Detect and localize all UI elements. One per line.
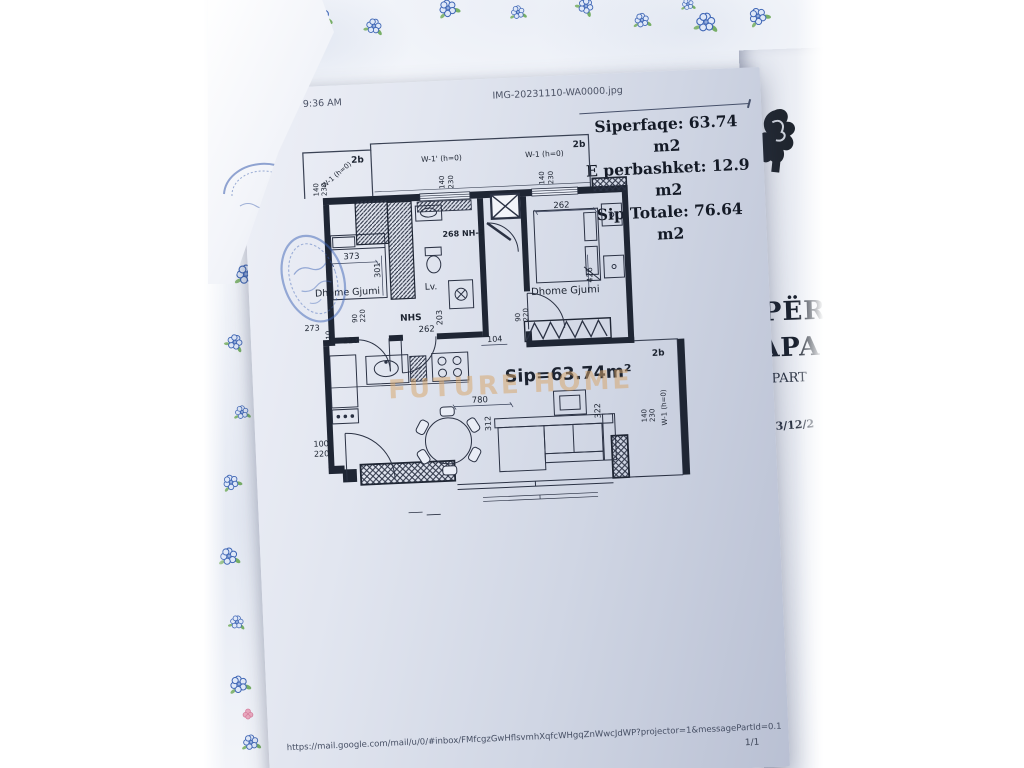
nightstand-icon — [603, 254, 626, 279]
nightstand-icon — [600, 202, 623, 227]
cabinet-icon — [329, 354, 359, 409]
toilet-icon — [424, 246, 442, 274]
sink-icon — [365, 354, 410, 385]
dim-label: 322 — [593, 403, 603, 419]
dim-label: 373 — [343, 252, 360, 263]
door-arc — [526, 292, 566, 330]
radiator-icon — [523, 317, 612, 343]
dim-label: 426 — [585, 267, 595, 283]
dim-label: 230 — [320, 183, 329, 197]
print-header-filename: IMG-20231110-WA0000.jpg — [492, 84, 624, 102]
window-label: W-1 (h=0) — [659, 389, 669, 426]
room-label-right: Dhome Gjumi — [531, 284, 600, 298]
dim-label: 780 — [472, 395, 489, 406]
dim-label: 220 — [522, 308, 531, 322]
cabinet-icon — [331, 408, 360, 425]
door-arc — [344, 432, 396, 482]
dim-label: 273 — [304, 323, 320, 333]
bed-icon — [329, 232, 388, 301]
elevator-shaft-icon — [489, 192, 521, 220]
ink-stamp — [280, 234, 347, 323]
dim-label: 100 — [313, 439, 329, 449]
wardrobe-icon — [386, 200, 416, 300]
dim-label: 90 — [351, 314, 359, 323]
dim-label: 140 — [312, 183, 321, 197]
dim-label: 312 — [483, 416, 493, 432]
document-emblem-icon — [757, 109, 795, 173]
dim-label: 220 — [343, 336, 359, 346]
sofa-icon — [494, 413, 617, 473]
back-page: PËR APA APART 13/12/2 — [738, 42, 1006, 768]
living-furniture — [494, 389, 617, 473]
overexposed-area-left — [0, 0, 226, 768]
shower-icon — [447, 279, 475, 310]
page-indicator: 1/1 — [744, 737, 760, 749]
window-label: W-1' (h=0) — [421, 153, 462, 164]
dim-label: 262 — [418, 324, 435, 335]
entry-door-arc — [486, 222, 519, 252]
dishwasher-icon — [409, 355, 428, 383]
walls — [322, 184, 691, 483]
bedroom-furniture — [329, 202, 626, 301]
dim-label: 90 — [514, 313, 522, 322]
dim-label: 262 — [553, 200, 570, 211]
print-footer-url: https://mail.google.com/mail/u/0/#inbox/… — [286, 721, 782, 754]
washbasin-icon — [414, 204, 443, 222]
dim-label: 110 — [325, 330, 334, 344]
overexposed-area-right — [796, 0, 1024, 768]
balcony-label: 2b — [573, 140, 587, 151]
room-label-left: Dhome Gjumi — [315, 286, 381, 300]
balcony-label: 2b — [351, 155, 365, 166]
dim-label: 104 — [487, 334, 503, 344]
printed-page: 023, 9:36 AM IMG-20231110-WA0000.jpg Sip… — [239, 66, 791, 768]
dim-label: 140 — [640, 409, 649, 423]
dim-label: 230 — [648, 408, 657, 422]
wardrobe-icon — [354, 198, 390, 246]
bed-icon — [533, 207, 602, 284]
bathroom-fixtures — [414, 192, 521, 310]
dim-label: 230 — [447, 175, 456, 189]
dim-label: 203 — [435, 310, 445, 326]
floor-plan: 2b W-1 (h=0) 140 230 W-1' (h=0) 140 230 … — [302, 133, 691, 516]
window-label: W-1 (h=0) — [525, 149, 564, 160]
dining-table-icon — [415, 406, 482, 476]
entry-label: 268 NH-3 — [442, 228, 484, 239]
top-windows — [419, 186, 579, 202]
stove-icon — [431, 351, 470, 383]
kitchen-fixtures — [329, 351, 482, 476]
bottom-windows — [408, 474, 684, 516]
dim-label: 140 — [538, 171, 547, 185]
tv-cabinet-icon — [552, 389, 587, 416]
dim-label: 220 — [359, 309, 368, 323]
dim-label: 140 — [438, 175, 447, 189]
fixture-label: Lv. — [425, 282, 438, 293]
hatched-elements — [354, 176, 631, 486]
balcony-label: 2b — [652, 348, 666, 359]
dim-label: 301 — [373, 262, 383, 278]
dim-label: 220 — [314, 449, 330, 459]
dim-label: 230 — [547, 171, 556, 185]
room-label-nhs: NHS — [400, 313, 422, 324]
